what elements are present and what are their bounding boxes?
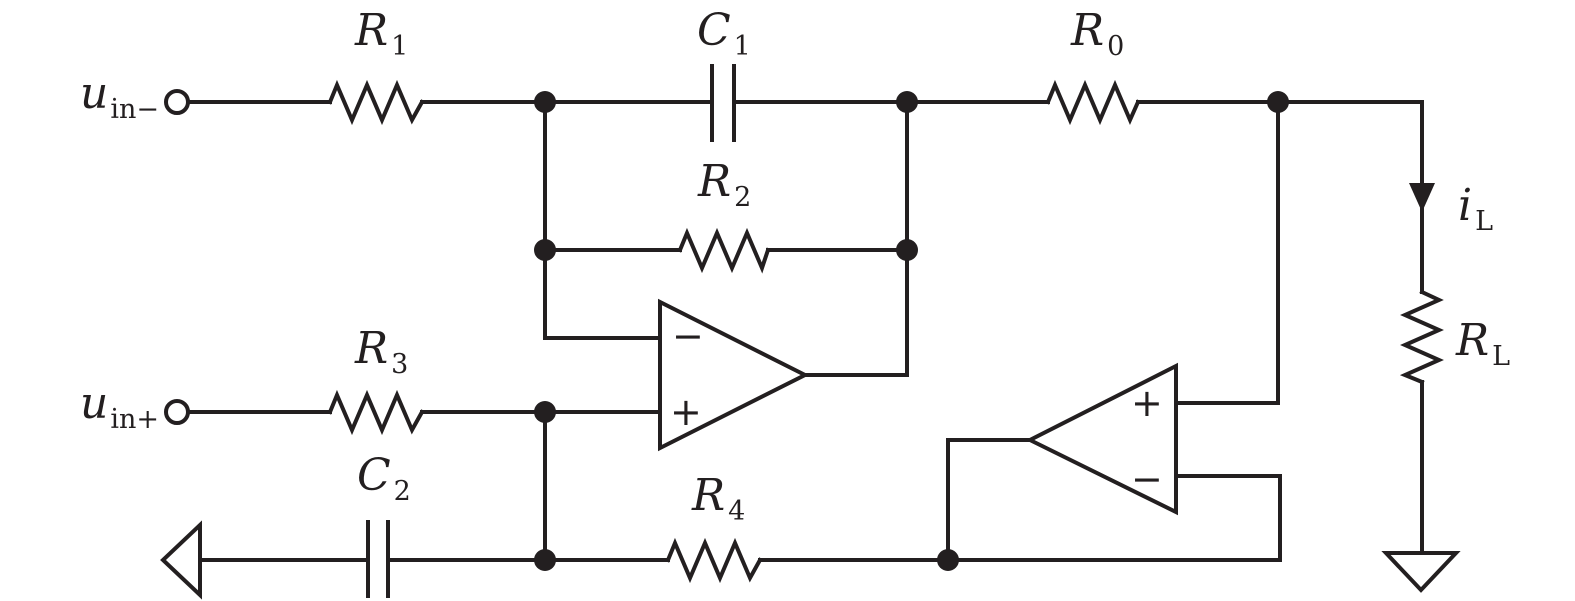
junction-dot [1267, 91, 1289, 113]
wire-bottom-rail [198, 438, 1282, 562]
resistor-rl [1399, 289, 1444, 385]
junction-dot [534, 239, 556, 261]
capacitor-c1 [710, 64, 736, 142]
wire-top-rail [186, 100, 1424, 192]
resistor-r3 [327, 389, 425, 436]
ground-right [1381, 551, 1461, 593]
resistor-r2 [677, 227, 771, 274]
current-arrow-il [1409, 183, 1435, 212]
junction-dot [534, 91, 556, 113]
ground-left [160, 520, 202, 600]
opamp-1-plus-sign: + [670, 390, 702, 434]
opamp-1-minus-sign: − [672, 314, 704, 358]
resistor-r4 [665, 537, 763, 584]
resistor-r0 [1045, 79, 1141, 126]
wire-opamp2-plus [1174, 100, 1280, 405]
opamp-2-plus-sign: + [1131, 381, 1163, 425]
terminal-uin-plus [164, 399, 190, 425]
resistor-r1 [327, 79, 425, 126]
capacitor-c2 [366, 520, 390, 598]
wire-r2-loop [543, 100, 909, 377]
junction-dot [937, 549, 959, 571]
label-uin-minus: uin− [80, 68, 159, 125]
wire-uin-plus [186, 410, 662, 560]
opamp-1 [658, 298, 810, 452]
opamp-2 [1025, 362, 1178, 516]
terminal-uin-minus [164, 89, 190, 115]
opamp-2-minus-sign: − [1131, 457, 1163, 501]
junction-dot [534, 549, 556, 571]
label-uin-plus: uin+ [80, 378, 159, 435]
junction-dot [896, 239, 918, 261]
junction-dot [896, 91, 918, 113]
junction-dot [534, 401, 556, 423]
junction-dots [534, 91, 1289, 571]
